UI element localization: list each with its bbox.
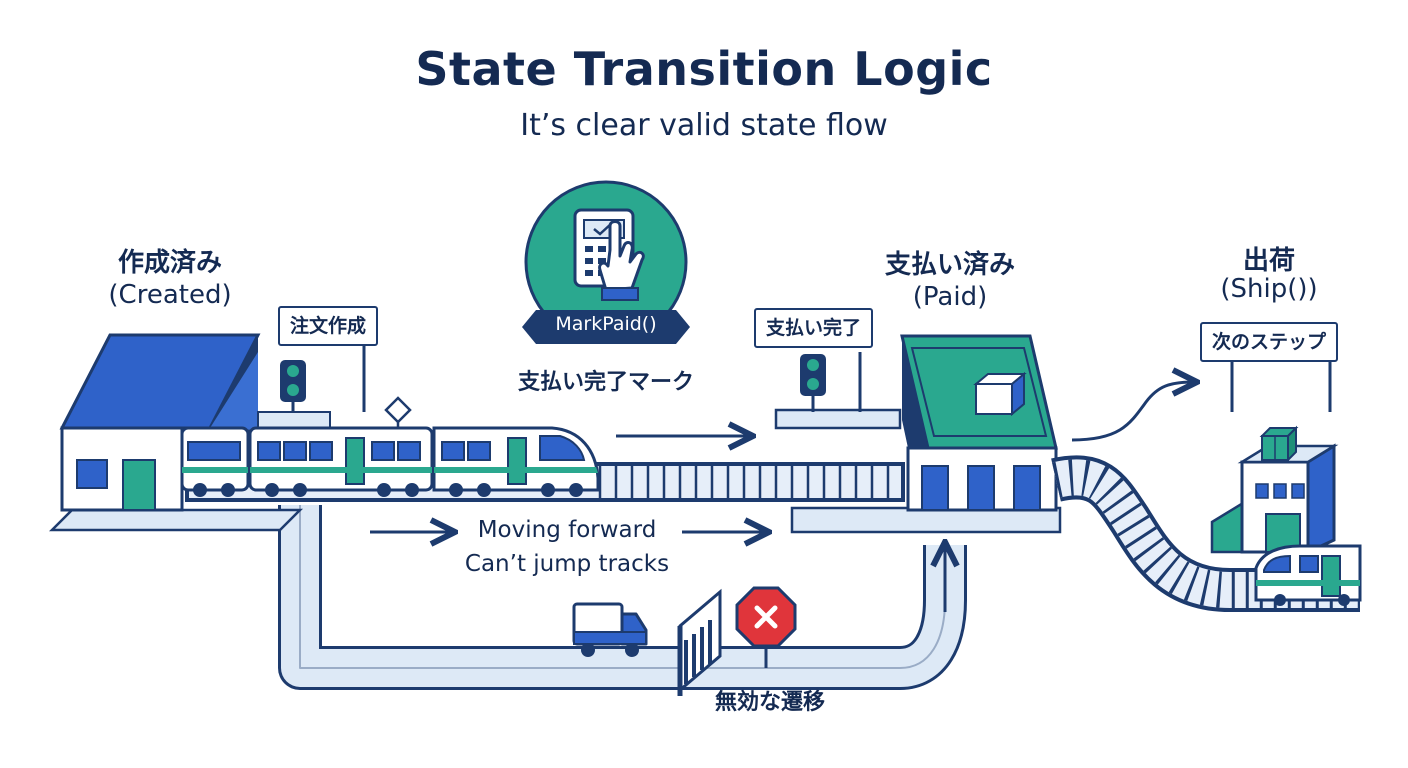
invalid-transition-caption: 無効な遷移 <box>714 690 825 715</box>
sign-ship: 次のステップ <box>1200 322 1339 362</box>
state-paid-name-en: (Paid) <box>912 282 988 312</box>
state-ship-name-en: (Ship()) <box>1220 274 1318 304</box>
arrow-to-ship <box>1071 382 1194 442</box>
platform-paid <box>790 506 1062 534</box>
state-ship-name-jp: 出荷 <box>1242 246 1295 276</box>
track-to-ship <box>1051 455 1360 612</box>
barrier-gate <box>677 588 722 696</box>
markpaid-label: MarkPaid() <box>555 313 657 335</box>
traffic-light-created <box>257 360 331 429</box>
page-title: State Transition Logic <box>415 42 993 96</box>
station-paid <box>900 334 1058 512</box>
markpaid-caption: 支払い完了マーク <box>517 370 694 395</box>
truck-icon <box>572 602 648 657</box>
stop-icon <box>735 586 797 668</box>
page-subtitle: It’s clear valid state flow <box>520 108 888 143</box>
invalid-bypass-track <box>278 505 967 690</box>
markpaid-badge <box>522 180 690 344</box>
flow-line-1: Moving forward <box>477 517 657 543</box>
platform-upper <box>774 408 902 430</box>
train <box>180 396 600 497</box>
state-created-name-jp: 作成済み <box>117 248 222 278</box>
ship-factory <box>1210 360 1339 555</box>
state-created-name-en: (Created) <box>108 280 232 310</box>
sign-paid: 支払い完了 <box>754 308 874 348</box>
platform-created <box>48 508 304 532</box>
state-paid-name-jp: 支払い済み <box>884 250 1015 280</box>
sign-created: 注文作成 <box>278 306 379 346</box>
traffic-light-paid <box>800 354 826 412</box>
flow-line-2: Can’t jump tracks <box>464 551 670 577</box>
ship-train <box>1254 544 1362 606</box>
